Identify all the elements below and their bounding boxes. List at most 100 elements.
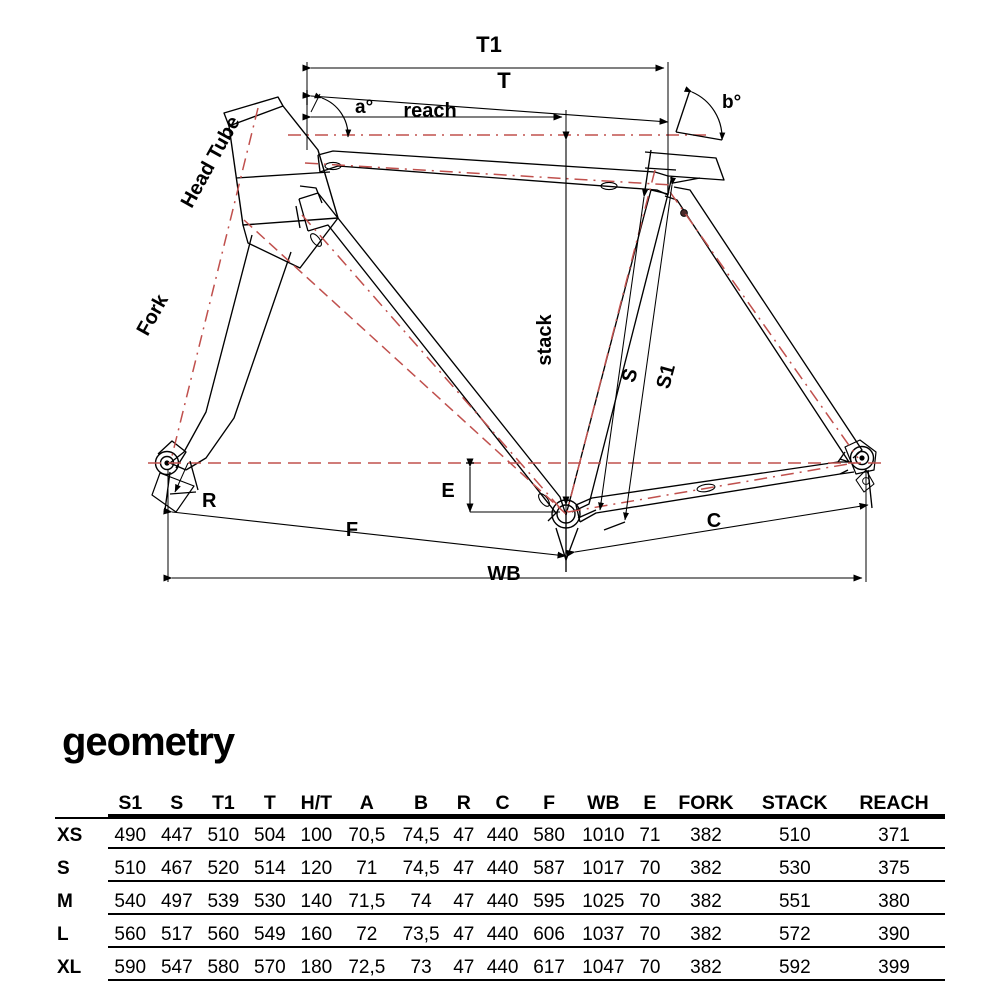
cell: 382 xyxy=(690,956,722,978)
col-c: C xyxy=(495,792,510,814)
cell: 382 xyxy=(690,923,722,945)
col-r: R xyxy=(456,792,471,814)
cell: 590 xyxy=(114,956,147,978)
col-s: S xyxy=(170,792,184,814)
cell: 70 xyxy=(639,923,661,945)
cell: 180 xyxy=(300,956,333,978)
cell: 510 xyxy=(114,857,147,879)
row-size-xs: XS xyxy=(57,824,83,846)
col-reach: REACH xyxy=(859,792,929,814)
label-r: R xyxy=(202,490,217,512)
cell: 547 xyxy=(160,956,193,978)
label-e: E xyxy=(441,480,454,502)
table-row-rule xyxy=(108,946,945,948)
col-t: T xyxy=(263,792,276,814)
cell: 440 xyxy=(486,890,519,912)
cell: 551 xyxy=(778,890,811,912)
cell: 560 xyxy=(114,923,147,945)
cell: 530 xyxy=(254,890,286,912)
cell: 592 xyxy=(778,956,811,978)
table-row: S 510 467 520 514 120 71 74,5 47 440 587… xyxy=(55,852,945,885)
table-row-rule xyxy=(108,913,945,915)
cell: 71 xyxy=(356,857,378,879)
table-row: L 560 517 560 549 160 72 73,5 47 440 606… xyxy=(55,918,945,951)
cell: 74 xyxy=(410,890,432,912)
cell: 520 xyxy=(207,857,240,879)
page-title: geometry xyxy=(62,720,235,764)
cell: 73,5 xyxy=(402,923,440,945)
geometry-diagram: T1 T reach a° b° Head Tube Fork stack S … xyxy=(133,32,884,585)
cell: 72 xyxy=(356,923,378,945)
cell: 71 xyxy=(639,824,661,846)
cell: 490 xyxy=(114,824,147,846)
table-header-rule xyxy=(108,814,945,817)
col-a: A xyxy=(359,792,374,814)
col-t1: T1 xyxy=(211,792,235,814)
cell: 399 xyxy=(878,956,910,978)
cell: 371 xyxy=(878,824,910,846)
cell: 70 xyxy=(639,890,661,912)
cell: 382 xyxy=(690,857,722,879)
cell: 517 xyxy=(160,923,193,945)
cell: 70 xyxy=(639,956,661,978)
cell: 510 xyxy=(207,824,240,846)
label-s: S xyxy=(618,366,643,385)
cell: 510 xyxy=(778,824,811,846)
cell: 467 xyxy=(160,857,193,879)
cell: 1037 xyxy=(582,923,625,945)
cell: 595 xyxy=(533,890,565,912)
row-size-xl: XL xyxy=(57,956,82,978)
cell: 514 xyxy=(254,857,286,879)
cell: 380 xyxy=(878,890,910,912)
cell: 530 xyxy=(778,857,811,879)
cell: 540 xyxy=(114,890,147,912)
cell: 1010 xyxy=(582,824,625,846)
table-header: S1 S T1 T H/T A B R C F WB E FORK STACK … xyxy=(55,782,945,818)
cell: 497 xyxy=(160,890,193,912)
label-t: T xyxy=(497,68,511,93)
label-f: F xyxy=(346,519,358,541)
col-ht: H/T xyxy=(300,792,333,814)
cell: 382 xyxy=(690,890,722,912)
col-stack: STACK xyxy=(761,792,828,814)
col-e: E xyxy=(643,792,657,814)
cell: 70 xyxy=(639,857,661,879)
cell: 440 xyxy=(486,923,519,945)
cell: 572 xyxy=(778,923,811,945)
cell: 539 xyxy=(207,890,240,912)
cell: 606 xyxy=(533,923,565,945)
cell: 1017 xyxy=(582,857,625,879)
label-fork: Fork xyxy=(133,290,174,339)
cell: 74,5 xyxy=(402,824,440,846)
col-b: B xyxy=(414,792,429,814)
cell: 390 xyxy=(878,923,910,945)
cell: 570 xyxy=(254,956,286,978)
table-row: XL 590 547 580 570 180 72,5 73 47 440 61… xyxy=(55,951,945,984)
cell: 440 xyxy=(486,824,519,846)
cell: 587 xyxy=(533,857,565,879)
label-c: C xyxy=(707,510,721,532)
cell: 160 xyxy=(300,923,333,945)
col-size xyxy=(55,782,107,818)
cell: 71,5 xyxy=(348,890,386,912)
cell: 72,5 xyxy=(348,956,386,978)
col-wb: WB xyxy=(587,792,620,814)
cell: 73 xyxy=(410,956,432,978)
cell: 47 xyxy=(453,956,475,978)
table-row: M 540 497 539 530 140 71,5 74 47 440 595… xyxy=(55,885,945,918)
cell: 560 xyxy=(207,923,240,945)
cell: 47 xyxy=(453,923,475,945)
cell: 580 xyxy=(533,824,565,846)
cell: 74,5 xyxy=(402,857,440,879)
row-size-m: M xyxy=(57,890,73,912)
label-b-angle: b° xyxy=(722,92,741,113)
cell: 70,5 xyxy=(348,824,386,846)
cell: 375 xyxy=(878,857,910,879)
label-s1: S1 xyxy=(652,362,680,391)
cell: 440 xyxy=(486,956,519,978)
cell: 617 xyxy=(533,956,565,978)
geometry-table: S1 S T1 T H/T A B R C F WB E FORK STACK … xyxy=(55,782,945,984)
table-header-row: S1 S T1 T H/T A B R C F WB E FORK STACK … xyxy=(55,782,945,818)
cell: 140 xyxy=(300,890,333,912)
cell: 100 xyxy=(300,824,333,846)
